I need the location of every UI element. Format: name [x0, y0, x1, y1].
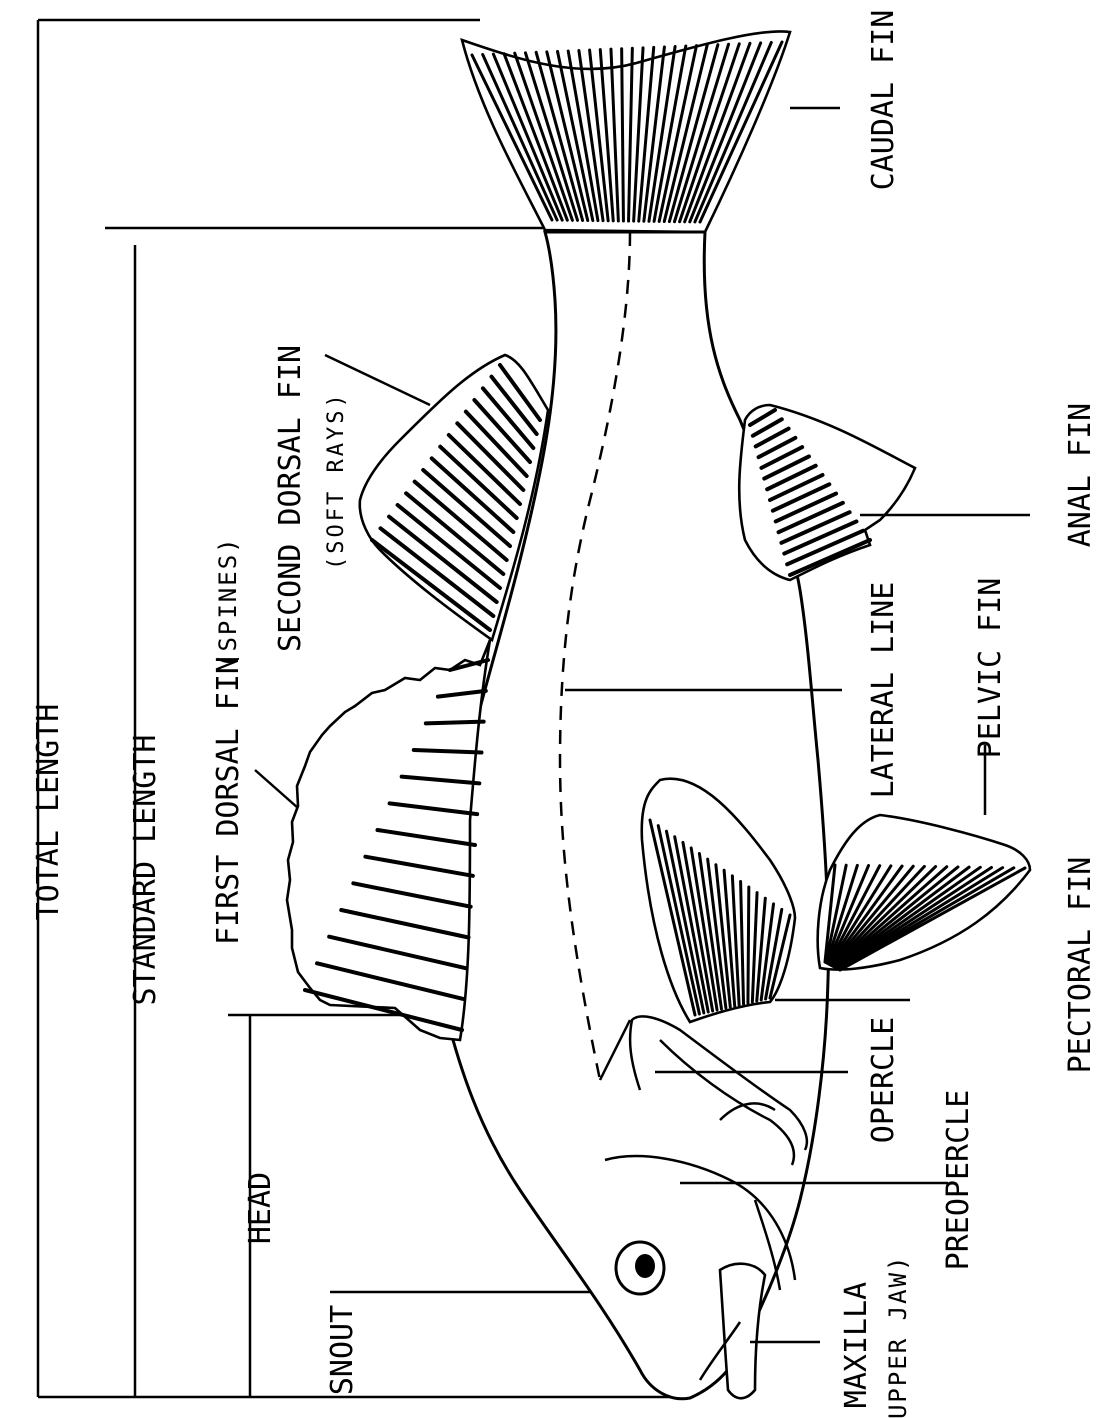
lateral-line-label: LATERAL LINE [866, 582, 901, 799]
head-label: HEAD [243, 1172, 278, 1244]
second-dorsal-fin-note: (SOFT RAYS) [324, 391, 349, 570]
pelvic-fin [818, 815, 1030, 970]
opercle-label: OPERCLE [866, 1017, 901, 1143]
maxilla-note: (UPPER JAW) [884, 1255, 912, 1418]
fin-ray [414, 750, 482, 753]
first-dorsal-fin-label: FIRST DORSAL FIN [211, 656, 246, 945]
caudal-fin [462, 31, 790, 232]
first-dorsal-fin-note: (SPINES) [214, 536, 242, 668]
snout-label: SNOUT [325, 1305, 360, 1395]
first-dorsal-fin [287, 640, 490, 1040]
eye [616, 1242, 664, 1294]
total-length-label: TOTAL LENGTH [31, 704, 66, 921]
caudal-fin-label: CAUDAL FIN [866, 10, 901, 191]
second-dorsal-fin-label: SECOND DORSAL FIN [273, 345, 308, 652]
anal-fin [739, 405, 915, 580]
standard-length-label: STANDARD LENGTH [128, 735, 163, 1006]
fin-ray [622, 49, 624, 221]
anal-fin-label: ANAL FIN [1063, 403, 1098, 548]
preopercle-label: PREOPERCLE [941, 1090, 976, 1271]
fin-ray [748, 887, 749, 1003]
pelvic-fin-label: PELVIC FIN [973, 578, 1008, 759]
pectoral-fin-label: PECTORAL FIN [1063, 857, 1098, 1074]
fin-ray [426, 722, 484, 724]
maxilla-label: MAXILLA [839, 1282, 874, 1408]
